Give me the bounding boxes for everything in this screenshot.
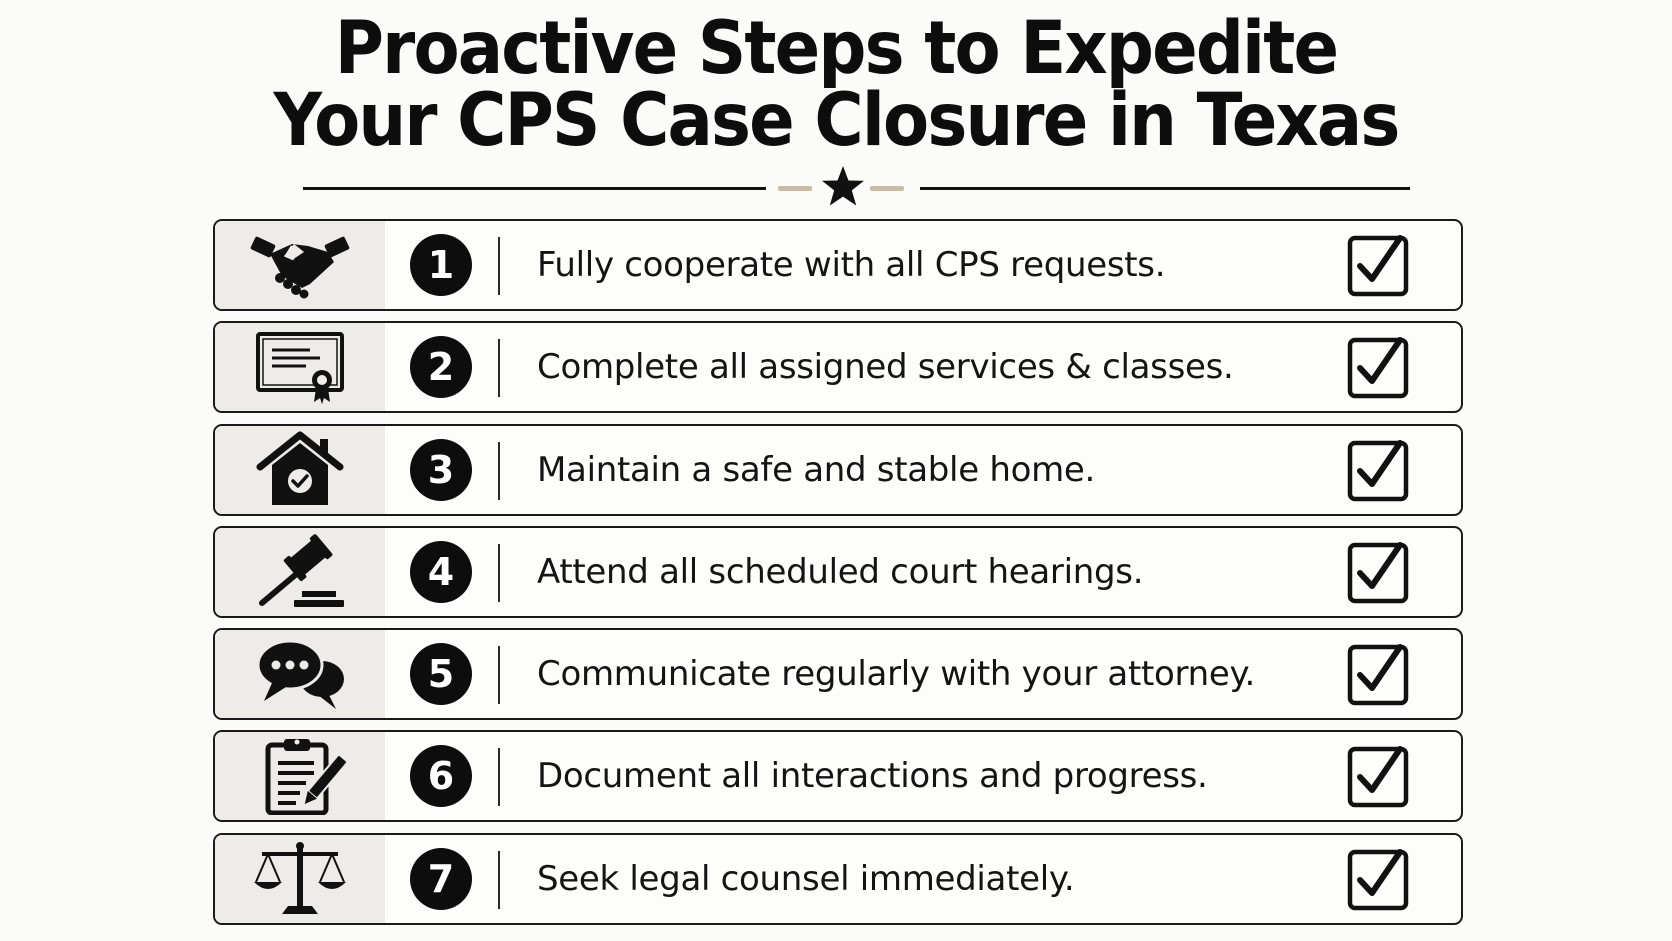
step-number-badge: 3 — [410, 438, 472, 501]
clipboard-pen-icon — [265, 739, 349, 816]
steps-list: 1 Fully cooperate with all CPS requests.… — [213, 219, 1463, 935]
checkbox-checked[interactable] — [1345, 437, 1411, 503]
step-number-badge: 5 — [410, 643, 472, 706]
step-row-7: 7 Seek legal counsel immediately. — [213, 832, 1463, 925]
row-separator — [498, 339, 500, 398]
checkbox-checked[interactable] — [1345, 846, 1411, 912]
step-icon-panel — [215, 630, 385, 719]
divider-accent-right — [870, 186, 904, 191]
checkbox-checked[interactable] — [1345, 539, 1411, 605]
scales-of-justice-icon — [254, 841, 346, 914]
row-separator — [498, 646, 500, 705]
step-text: Document all interactions and progress. — [537, 756, 1208, 797]
title-divider-right — [920, 187, 1410, 190]
step-row-6: 6 Document all interactions and progress… — [213, 730, 1463, 823]
checkbox-checked[interactable] — [1345, 743, 1411, 809]
step-text: Seek legal counsel immediately. — [537, 858, 1075, 899]
step-text: Maintain a safe and stable home. — [537, 449, 1096, 490]
title-divider-left — [303, 187, 766, 190]
row-separator — [498, 850, 500, 909]
step-number-badge: 7 — [410, 847, 472, 910]
row-separator — [498, 748, 500, 807]
step-icon-panel — [215, 221, 385, 309]
checkbox-checked[interactable] — [1345, 232, 1411, 298]
step-icon-panel — [215, 527, 385, 616]
page-title-line-2: Your CPS Case Closure in Texas — [273, 78, 1400, 163]
step-icon-panel — [215, 425, 385, 514]
chat-bubbles-icon — [256, 639, 344, 710]
step-number-badge: 2 — [410, 336, 472, 399]
checkbox-checked[interactable] — [1345, 641, 1411, 707]
step-text: Complete all assigned services & classes… — [537, 347, 1234, 388]
step-row-3: 3 Maintain a safe and stable home. — [213, 423, 1463, 516]
step-icon-panel — [215, 732, 385, 821]
certificate-icon — [256, 332, 344, 405]
step-row-5: 5 Communicate regularly with your attorn… — [213, 628, 1463, 721]
step-text: Fully cooperate with all CPS requests. — [537, 245, 1166, 285]
step-row-2: 2 Complete all assigned services & class… — [213, 321, 1463, 414]
gavel-icon — [259, 534, 344, 607]
checkbox-checked[interactable] — [1345, 334, 1411, 400]
home-check-icon — [256, 431, 344, 505]
step-number-badge: 6 — [410, 745, 472, 808]
handshake-icon — [250, 236, 350, 299]
step-text: Communicate regularly with your attorney… — [537, 654, 1255, 695]
row-separator — [498, 441, 500, 500]
step-text: Attend all scheduled court hearings. — [537, 551, 1144, 592]
row-separator — [498, 543, 500, 602]
page-title-line-1: Proactive Steps to Expedite — [334, 6, 1339, 91]
row-separator — [498, 237, 500, 295]
step-number-badge: 4 — [410, 540, 472, 603]
step-icon-panel — [215, 834, 385, 923]
step-row-4: 4 Attend all scheduled court hearings. — [213, 525, 1463, 618]
divider-accent-left — [778, 186, 812, 191]
step-number-badge: 1 — [410, 234, 472, 296]
star-icon — [822, 166, 864, 206]
step-row-1: 1 Fully cooperate with all CPS requests. — [213, 219, 1463, 311]
step-icon-panel — [215, 323, 385, 412]
